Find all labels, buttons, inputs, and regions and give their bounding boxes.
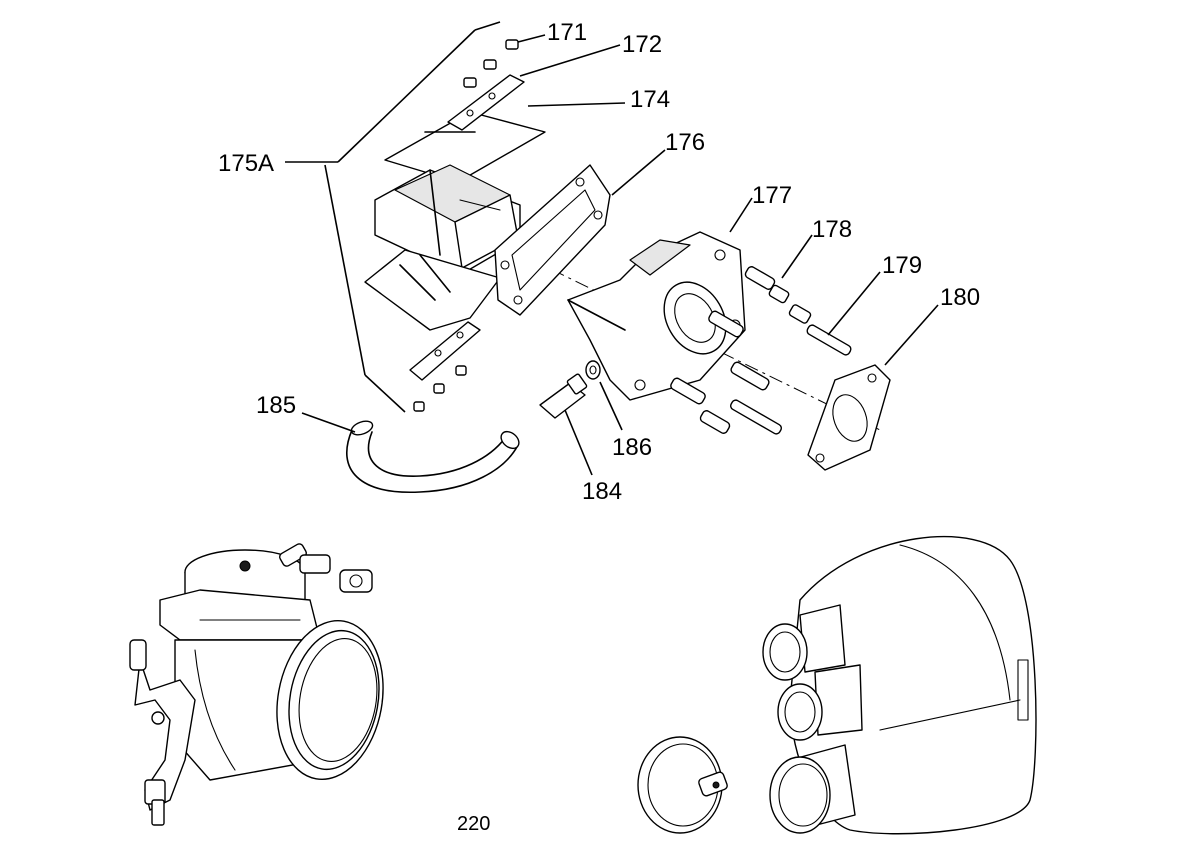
air-filter-box-illustration xyxy=(762,536,1037,835)
callout-177: 177 xyxy=(752,182,792,209)
callout-179: 179 xyxy=(882,252,922,279)
carb-linkage-bracket xyxy=(134,659,196,811)
gasket-180 xyxy=(807,364,891,471)
bolt-178 xyxy=(670,266,812,434)
lower-retainer-strip xyxy=(409,321,481,381)
callout-labels: 171 172 174 175A 176 177 178 179 180 184… xyxy=(218,19,980,505)
callout-172: 172 xyxy=(622,31,662,58)
callout-175a: 175A xyxy=(218,150,274,177)
callout-178: 178 xyxy=(812,216,852,243)
callout-176: 176 xyxy=(665,129,705,156)
gasket-176 xyxy=(494,164,611,316)
callout-186: 186 xyxy=(612,434,652,461)
leader-lines xyxy=(301,34,939,476)
callout-174: 174 xyxy=(630,86,670,113)
callout-184: 184 xyxy=(582,478,622,505)
reed-valve-assembly xyxy=(364,39,546,412)
callout-175a-bracket xyxy=(285,21,501,413)
callout-171: 171 xyxy=(547,19,587,46)
airbox-inlet-lower xyxy=(777,664,863,741)
callout-185: 185 xyxy=(256,392,296,419)
airbox-outlet xyxy=(769,744,856,834)
callout-180: 180 xyxy=(940,284,980,311)
screw-171 xyxy=(463,39,519,88)
hose-185 xyxy=(346,420,520,493)
reed-petal xyxy=(364,249,501,331)
manifold-bore xyxy=(663,281,727,355)
fitting-184 xyxy=(539,373,588,419)
carburetor-illustration xyxy=(129,543,384,826)
stud-179 xyxy=(730,324,852,435)
reed-retainer-strip xyxy=(447,74,525,131)
page-number: 220 xyxy=(457,813,490,835)
washer-186 xyxy=(585,360,601,380)
carb-fitting xyxy=(299,554,331,574)
intake-manifold-177 xyxy=(567,231,746,401)
hose-clamp-illustration xyxy=(637,736,728,834)
airbox-inlet-upper xyxy=(762,604,846,681)
